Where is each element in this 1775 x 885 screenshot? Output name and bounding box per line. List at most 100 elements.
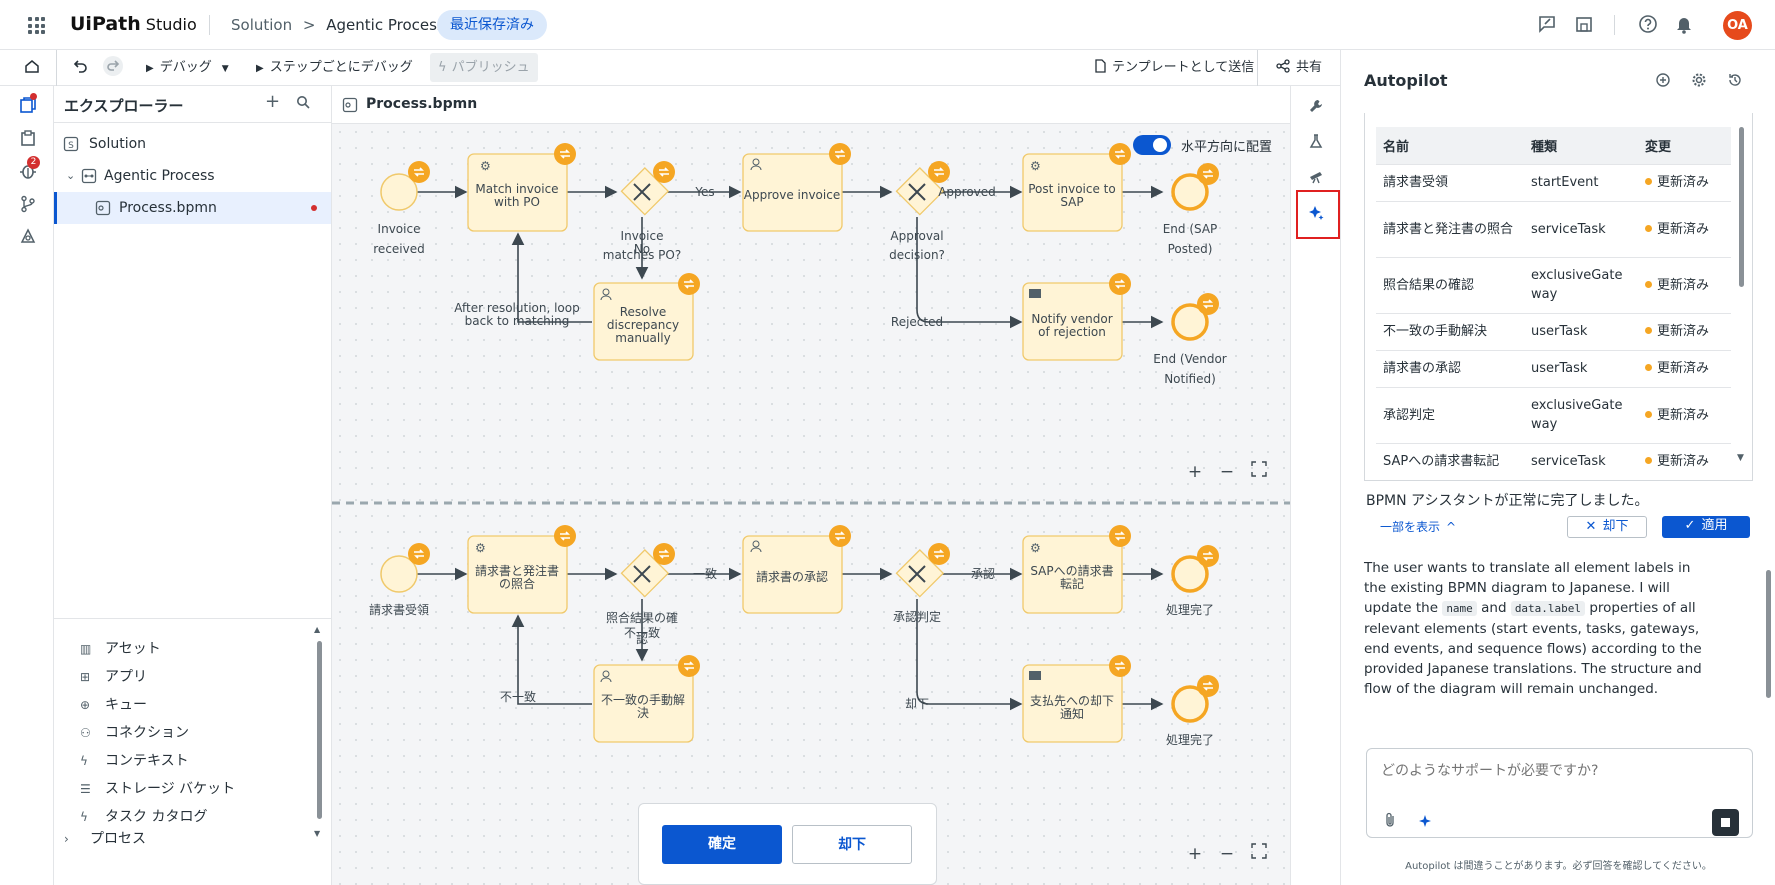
zoom-in-icon[interactable]: + (1188, 462, 1202, 482)
add-icon[interactable]: + (265, 91, 281, 112)
breadcrumb-solution[interactable]: Solution (231, 16, 293, 34)
apply-changes-button[interactable]: ✓適用 (1662, 516, 1750, 538)
task-notify-jp[interactable] (1022, 654, 1132, 743)
asset-item-storage[interactable]: ☰ストレージ バケット (80, 781, 236, 797)
attachment-icon[interactable] (1384, 812, 1396, 832)
fit-view-icon[interactable] (1251, 843, 1267, 859)
share-button[interactable]: 共有 (1276, 50, 1322, 85)
step-debug-button[interactable]: ▶ステップごとにデバッグ (256, 60, 413, 75)
bpmn-canvas[interactable]: ⚙ ⚙ Invoice received Match invoice with … (332, 124, 1290, 885)
redo-icon[interactable] (103, 50, 123, 85)
task-notify-vendor[interactable] (1022, 272, 1132, 361)
reject-button[interactable]: 却下 (792, 825, 912, 864)
scrollbar[interactable] (317, 641, 322, 819)
end-event-vendor[interactable] (1171, 292, 1220, 341)
task-post-sap-jp[interactable]: ⚙ (1022, 524, 1132, 614)
sparkle-icon[interactable] (1418, 813, 1432, 832)
file-tab-title[interactable]: Process.bpmn (366, 96, 478, 112)
send-template-button[interactable]: テンプレートとして送信 (1093, 50, 1254, 85)
task-match-invoice-jp[interactable]: ⚙ (467, 524, 577, 614)
debug-bug-icon[interactable]: 2 (17, 156, 40, 184)
tree-item-agentic-process[interactable]: ⌄ Agentic Process (54, 160, 331, 192)
asset-item-assets[interactable]: ▥アセット (80, 641, 161, 657)
panel-scrollbar[interactable] (1766, 570, 1771, 698)
flask-icon[interactable] (1305, 133, 1327, 155)
task-approve-jp[interactable] (742, 524, 852, 614)
clipboard-icon[interactable] (17, 129, 39, 151)
gateway-approval-jp[interactable] (895, 542, 951, 598)
fit-view-icon[interactable] (1251, 461, 1267, 477)
svg-text:不一致: 不一致 (624, 626, 660, 640)
chat-input-box (1366, 748, 1753, 838)
tree-item-solution[interactable]: S Solution (54, 128, 331, 160)
svg-text:Notify vendor: Notify vendor (1031, 312, 1112, 326)
svg-text:決: 決 (637, 706, 649, 720)
gateway-approval-decision[interactable] (895, 160, 951, 216)
bell-icon[interactable] (1673, 14, 1695, 36)
end-event-sap[interactable] (1171, 162, 1220, 211)
chevron-down-icon[interactable]: ▼ (221, 64, 229, 74)
app-launcher-icon[interactable] (28, 17, 45, 34)
explorer-panel: エクスプローラー + S Solution ⌄ Agentic Process … (54, 86, 332, 885)
horizontal-layout-toggle[interactable] (1133, 135, 1171, 155)
highlight-box (1296, 190, 1340, 239)
zoom-out-icon[interactable]: − (1220, 844, 1234, 864)
autopilot-sparkle-icon[interactable] (1305, 204, 1327, 226)
zoom-out-icon[interactable]: − (1220, 462, 1234, 482)
explorer-icon[interactable] (17, 93, 39, 118)
asset-item-queues[interactable]: ⊕キュー (80, 697, 147, 713)
telescope-icon[interactable] (1305, 168, 1327, 190)
divider (1614, 15, 1615, 35)
task-match-invoice[interactable]: ⚙ (467, 142, 577, 232)
gateway-match-jp[interactable] (620, 542, 676, 598)
task-resolve-jp[interactable] (593, 654, 701, 743)
svg-text:請求書の承認: 請求書の承認 (756, 569, 828, 584)
asset-item-processes[interactable]: ›プロセス (64, 831, 146, 847)
user-avatar[interactable]: OA (1723, 11, 1752, 40)
debug-button[interactable]: ▶デバッグ▼ (146, 60, 229, 75)
start-event-jp[interactable] (380, 542, 431, 593)
new-chat-icon[interactable] (1655, 72, 1671, 92)
home-icon[interactable] (24, 50, 40, 85)
flow-icon[interactable] (17, 228, 39, 250)
stop-button[interactable] (1712, 809, 1739, 836)
wrench-icon[interactable] (1305, 98, 1327, 120)
task-resolve-discrepancy[interactable] (593, 272, 701, 361)
source-control-icon[interactable] (17, 195, 39, 217)
chat-input[interactable] (1381, 759, 1731, 783)
asset-item-connections[interactable]: ⚇コネクション (80, 725, 189, 741)
undo-icon[interactable] (72, 50, 88, 85)
zoom-in-icon[interactable]: + (1188, 844, 1202, 864)
store-icon[interactable] (1573, 14, 1595, 36)
feedback-icon[interactable] (1536, 14, 1558, 36)
show-less-link[interactable]: 一部を表示^ (1380, 520, 1457, 534)
reject-changes-button[interactable]: ✕却下 (1567, 516, 1647, 538)
asset-item-apps[interactable]: ⊞アプリ (80, 669, 147, 685)
table-scrollbar[interactable] (1739, 127, 1744, 287)
unsaved-dot (311, 205, 317, 211)
svg-text:back to matching: back to matching (465, 314, 570, 328)
breadcrumb-process[interactable]: Agentic Process (326, 16, 445, 34)
history-icon[interactable] (1727, 72, 1743, 92)
settings-gear-icon[interactable] (1691, 72, 1707, 92)
task-post-invoice[interactable]: ⚙ (1022, 142, 1132, 232)
end-event-jp-2[interactable] (1171, 674, 1220, 723)
help-icon[interactable] (1637, 14, 1659, 36)
tree-item-process-bpmn[interactable]: Process.bpmn (54, 192, 331, 224)
end-event-jp-1[interactable] (1171, 544, 1220, 593)
gateway-invoice-matches[interactable] (620, 160, 676, 216)
task-approve-invoice[interactable] (742, 142, 852, 232)
confirm-button[interactable]: 確定 (662, 825, 782, 864)
start-event[interactable] (380, 160, 431, 211)
search-icon[interactable] (296, 94, 310, 113)
